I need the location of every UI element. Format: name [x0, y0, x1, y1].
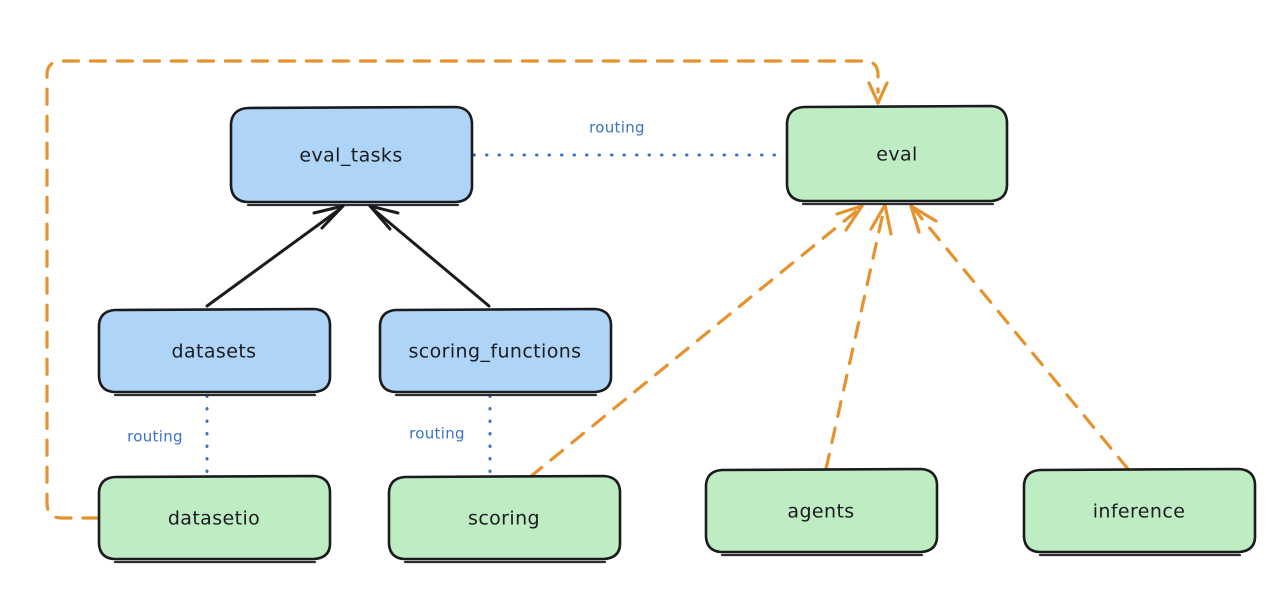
- edge-agents-eval: [824, 203, 893, 471]
- node-scoring-functions[interactable]: scoring_functions: [378, 307, 613, 397]
- edge-agents-eval-path: [824, 207, 886, 471]
- edge-inference-eval-path: [912, 207, 1130, 471]
- node-inference-label: inference: [1093, 501, 1186, 523]
- edge-datasets-eval_tasks-arrowhead-left: [312, 204, 345, 215]
- node-agents-label: agents: [787, 501, 854, 523]
- edge-inference-eval-arrowhead-right: [909, 204, 938, 223]
- edge-scoring-eval-arrowhead-left: [835, 204, 864, 216]
- edge-datasets-eval_tasks-arrowhead-right: [320, 204, 345, 230]
- edge-datasetio-eval-arrowhead-left: [867, 81, 880, 105]
- provider-edges-group: [45, 59, 1130, 520]
- edge-datasets-eval_tasks-path: [205, 207, 342, 308]
- node-datasets-label: datasets: [172, 341, 257, 363]
- edge-datasetio-eval-path: [45, 59, 880, 520]
- edge-label-routing-scoring: routing: [409, 425, 465, 443]
- routing-edges-group: [205, 153, 787, 476]
- edge-scoring_functions-eval_tasks-arrowhead-right: [368, 204, 400, 215]
- node-eval-tasks-shape[interactable]: [229, 105, 474, 204]
- node-datasetio[interactable]: datasetio: [97, 474, 332, 564]
- node-agents-shape[interactable]: [704, 467, 939, 554]
- edge-label-routing-datasetio: routing: [127, 428, 183, 446]
- edge-labels-group: routing routing routing: [127, 119, 645, 446]
- edge-inference-eval-arrowhead-left: [909, 204, 921, 234]
- node-eval-tasks[interactable]: eval_tasks: [229, 105, 474, 207]
- node-eval[interactable]: eval: [785, 104, 1009, 206]
- node-datasetio-label: datasetio: [168, 508, 260, 530]
- edge-scoring_functions-eval_tasks: [368, 204, 491, 308]
- node-datasetio-shape[interactable]: [97, 474, 332, 561]
- edge-datasets-eval_tasks: [205, 204, 345, 308]
- node-scoring-label: scoring: [468, 508, 540, 530]
- node-scoring-functions-shape[interactable]: [378, 307, 613, 394]
- node-eval-tasks-label: eval_tasks: [299, 145, 402, 167]
- node-scoring[interactable]: scoring: [387, 474, 622, 564]
- node-datasets[interactable]: datasets: [97, 307, 332, 397]
- node-scoring-functions-label: scoring_functions: [409, 341, 582, 363]
- node-inference[interactable]: inference: [1022, 467, 1257, 557]
- node-agents[interactable]: agents: [704, 467, 939, 557]
- edge-inference-eval: [909, 204, 1130, 471]
- edge-agents-eval-arrowhead-right: [883, 203, 893, 236]
- edge-agents-eval-arrowhead-left: [869, 203, 887, 231]
- node-inference-shape[interactable]: [1022, 467, 1257, 554]
- node-datasets-shape[interactable]: [97, 307, 332, 394]
- edge-scoring-eval-arrowhead-right: [844, 204, 864, 232]
- node-scoring-shape[interactable]: [387, 474, 622, 561]
- node-eval-shape[interactable]: [785, 104, 1009, 203]
- edge-datasetio-eval-arrowhead-right: [876, 81, 889, 105]
- edge-scoring_functions-eval_tasks-arrowhead-left: [368, 204, 392, 231]
- edge-label-routing-eval: routing: [589, 119, 645, 137]
- node-eval-label: eval: [876, 144, 917, 166]
- edge-scoring-eval: [528, 204, 864, 479]
- edge-datasetio-eval: [45, 59, 889, 520]
- edge-scoring-eval-path: [528, 207, 861, 479]
- dependency-edges-group: [205, 204, 491, 308]
- edge-scoring_functions-eval_tasks-path: [371, 207, 491, 308]
